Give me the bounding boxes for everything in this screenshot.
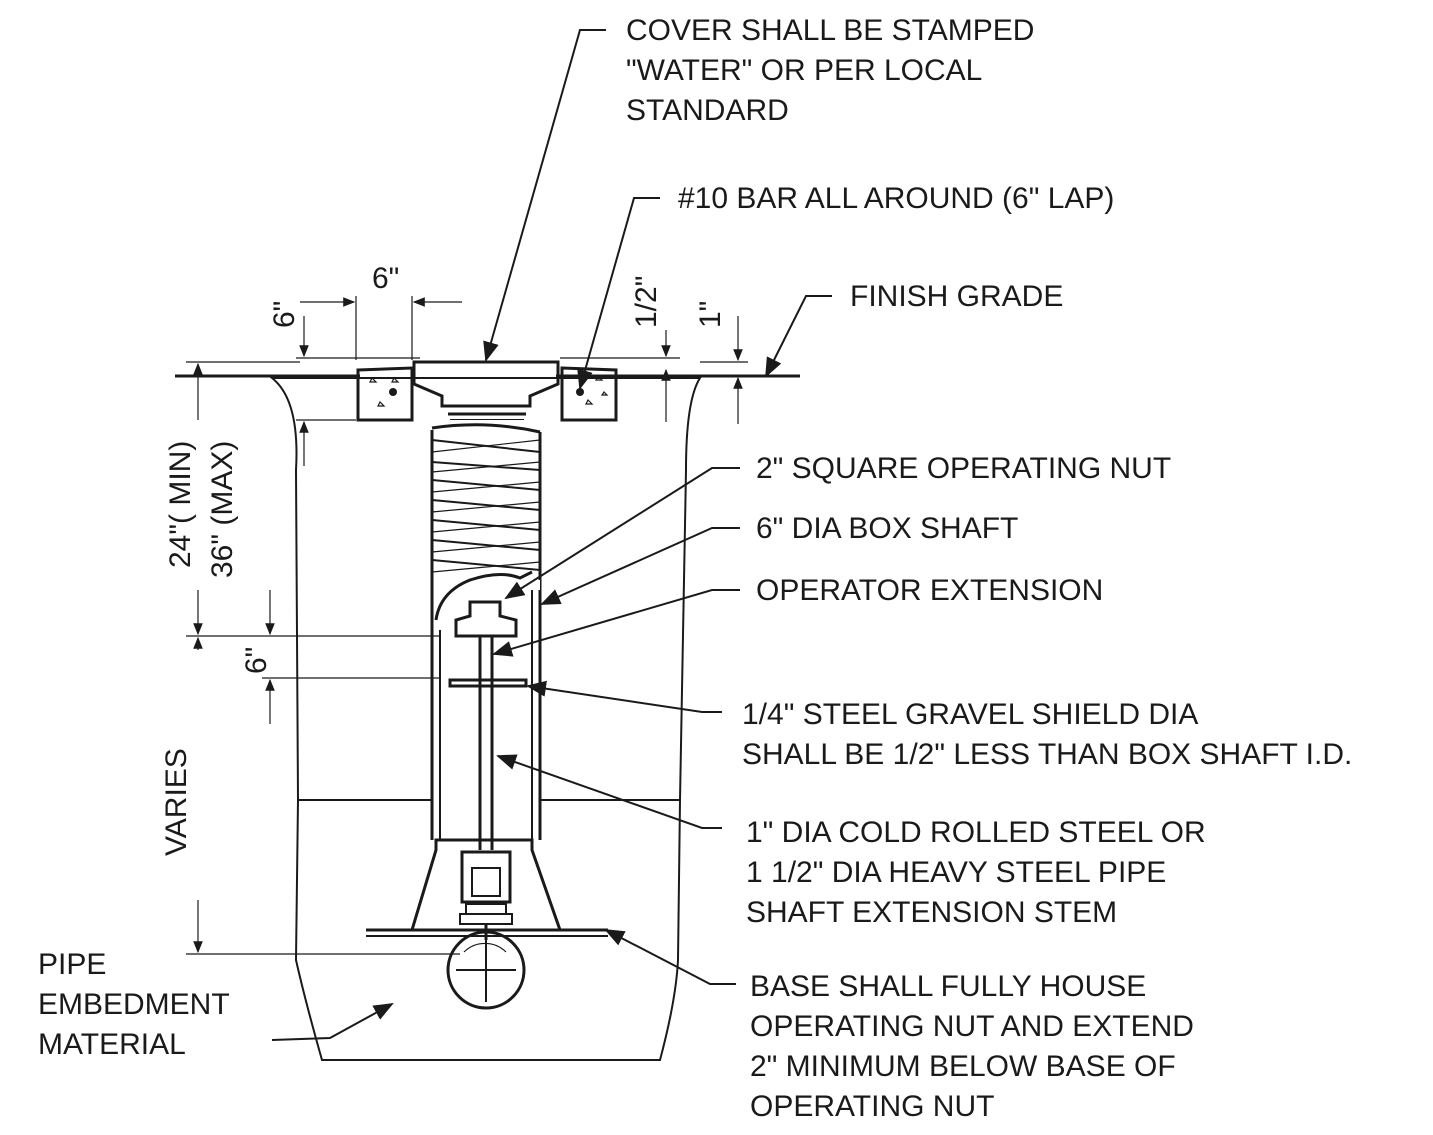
callout-stem: 1" DIA COLD ROLLED STEEL OR 1 1/2" DIA H… xyxy=(746,816,1206,929)
cutaway-break-line xyxy=(434,570,533,621)
dim-collar-depth: 6" xyxy=(268,301,301,328)
embedment-line-3: MATERIAL xyxy=(38,1028,186,1061)
water-main-pipe xyxy=(446,930,526,1010)
extension-stem xyxy=(478,636,494,850)
dim-depth-max: 36" (MAX) xyxy=(206,441,239,578)
callout-embedment: PIPE EMBEDMENT MATERIAL xyxy=(38,948,230,1061)
callout-box-shaft: 6" DIA BOX SHAFT xyxy=(756,512,1018,545)
square-operating-nut xyxy=(454,600,518,638)
leader-lines xyxy=(271,29,832,1041)
rebar-right xyxy=(576,388,584,396)
base-line-2: OPERATING NUT AND EXTEND xyxy=(750,1010,1194,1043)
callout-gravel-shield: 1/4" STEEL GRAVEL SHIELD DIA SHALL BE 1/… xyxy=(742,698,1352,771)
callout-operator-extension: OPERATOR EXTENSION xyxy=(756,574,1103,607)
valve-box-cover xyxy=(412,360,560,421)
callout-bar: #10 BAR ALL AROUND (6" LAP) xyxy=(678,182,1114,215)
embedment-line-2: EMBEDMENT xyxy=(38,988,230,1021)
concrete-collar xyxy=(356,366,618,422)
gravel-shield-line-2: SHALL BE 1/2" LESS THAN BOX SHAFT I.D. xyxy=(742,738,1352,771)
pipe-embedment-gravel xyxy=(294,799,682,1061)
threaded-box-section xyxy=(430,420,542,590)
callout-cover: COVER SHALL BE STAMPED "WATER" OR PER LO… xyxy=(626,14,1034,127)
cover-line-3: STANDARD xyxy=(626,94,789,127)
callout-operating-nut: 2" SQUARE OPERATING NUT xyxy=(756,452,1171,485)
embedment-line-1: PIPE xyxy=(38,948,106,981)
base-line-4: OPERATING NUT xyxy=(750,1090,994,1123)
valve-operator-assembly xyxy=(459,850,513,940)
cover-line-1: COVER SHALL BE STAMPED xyxy=(626,14,1034,47)
cover-line-2: "WATER" OR PER LOCAL xyxy=(626,54,982,87)
box-shaft-interior xyxy=(432,580,540,842)
dim-one-inch: 1" xyxy=(694,301,727,328)
gravel-shield-line-1: 1/4" STEEL GRAVEL SHIELD DIA xyxy=(742,698,1198,731)
rebar-left xyxy=(389,388,397,396)
dimension-lines xyxy=(186,296,748,955)
stem-line-2: 1 1/2" DIA HEAVY STEEL PIPE xyxy=(746,856,1166,889)
dim-collar-width: 6" xyxy=(372,262,399,295)
callout-base: BASE SHALL FULLY HOUSE OPERATING NUT AND… xyxy=(750,970,1194,1123)
base-line-1: BASE SHALL FULLY HOUSE xyxy=(750,970,1146,1003)
callout-finish-grade: FINISH GRADE xyxy=(850,280,1063,313)
dim-depth-min: 24"( MIN) xyxy=(164,441,197,568)
base-line-3: 2" MINIMUM BELOW BASE OF xyxy=(750,1050,1176,1083)
gravel-shield-plate xyxy=(448,678,528,688)
stem-line-3: SHAFT EXTENSION STEM xyxy=(746,896,1117,929)
stem-line-1: 1" DIA COLD ROLLED STEEL OR xyxy=(746,816,1206,849)
dim-varies: VARIES xyxy=(160,748,193,856)
valve-box-base xyxy=(366,838,608,937)
dim-shaft-six: 6" xyxy=(240,647,273,674)
dim-half-inch: 1/2" xyxy=(630,276,663,328)
box-shaft xyxy=(430,580,542,840)
